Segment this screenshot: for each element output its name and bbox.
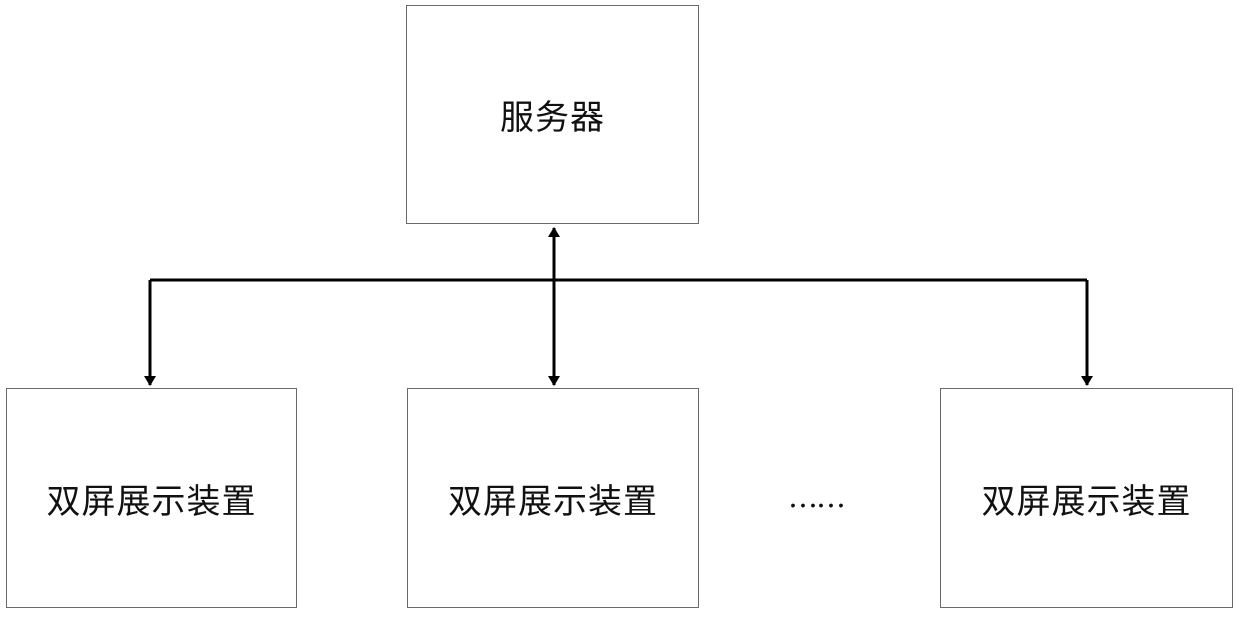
device-label-2: 双屏展示装置 <box>448 474 658 523</box>
dual-screen-device-node-1: 双屏展示装置 <box>6 388 297 608</box>
server-node: 服务器 <box>406 5 699 224</box>
device-label-3: 双屏展示装置 <box>982 474 1192 523</box>
ellipsis-more-devices: …… <box>776 472 856 522</box>
device-label-1: 双屏展示装置 <box>47 474 257 523</box>
dual-screen-device-node-3: 双屏展示装置 <box>940 388 1233 608</box>
server-label: 服务器 <box>500 90 605 139</box>
dual-screen-device-node-2: 双屏展示装置 <box>407 388 699 608</box>
